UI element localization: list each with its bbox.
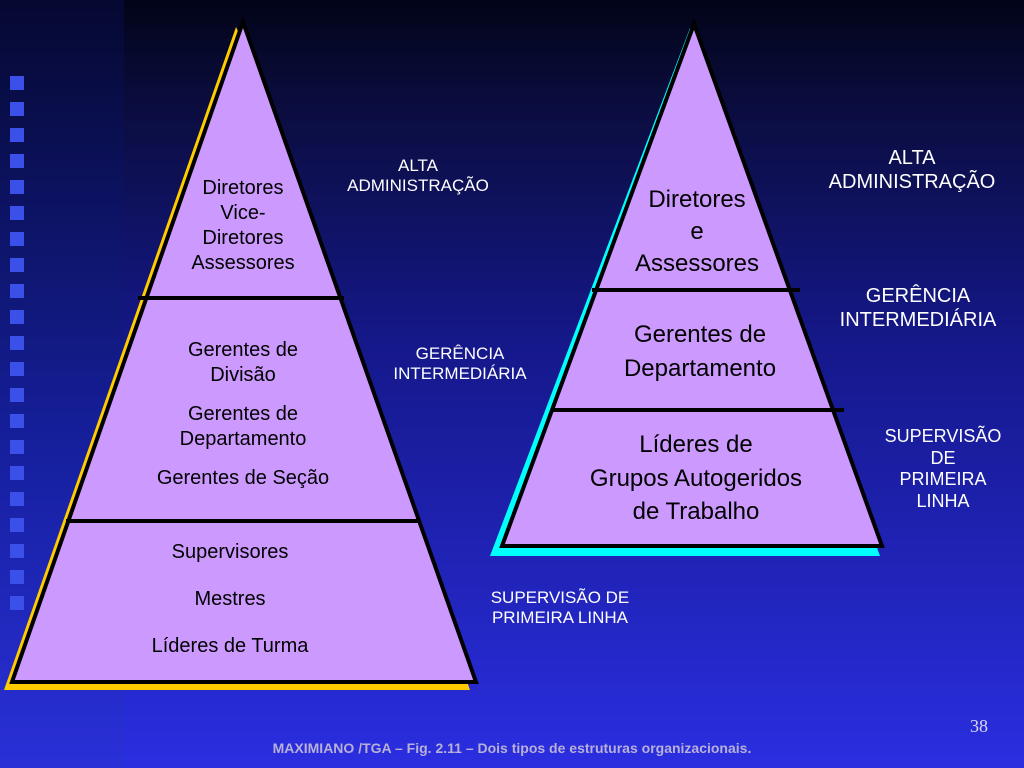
decorative-square <box>10 544 24 558</box>
decorative-square <box>10 440 24 454</box>
left-middle-line: Gerentes de <box>187 339 299 361</box>
left-bottom-line: Líderes de Turma <box>151 635 309 657</box>
right-label-supervisao-line: LINHA <box>916 490 970 511</box>
decorative-square <box>10 258 24 272</box>
decorative-square <box>10 128 24 142</box>
left-middle-line: Gerentes de <box>187 403 299 425</box>
right-middle-line: Departamento <box>623 354 777 382</box>
right-label-alta-line: ADMINISTRAÇÃO <box>828 171 996 193</box>
left-middle-line: Gerentes de Seção <box>156 467 330 489</box>
left-label-gerencia: GERÊNCIA INTERMEDIÁRIA <box>362 344 558 385</box>
right-label-gerencia: GERÊNCIA INTERMEDIÁRIA <box>812 284 1024 332</box>
decorative-square <box>10 180 24 194</box>
decorative-square <box>10 336 24 350</box>
left-bottom-line: Mestres <box>194 588 266 610</box>
decorative-square <box>10 310 24 324</box>
right-label-gerencia-line: INTERMEDIÁRIA <box>839 309 997 331</box>
right-middle-level: Gerentes de Departamento <box>590 318 810 385</box>
left-pyramid-body <box>9 15 479 684</box>
right-pyramid-body <box>499 18 885 548</box>
right-label-alta: ALTA ADMINISTRAÇÃO <box>800 146 1024 194</box>
left-label-supervisao-line: SUPERVISÃO DE <box>490 588 630 607</box>
right-label-supervisao: SUPERVISÃO DE PRIMEIRA LINHA <box>858 426 1024 512</box>
left-label-supervisao-line: PRIMEIRA LINHA <box>491 608 629 628</box>
left-label-supervisao: SUPERVISÃO DE PRIMEIRA LINHA <box>458 588 662 629</box>
left-label-gerencia-line: INTERMEDIÁRIA <box>393 364 527 384</box>
left-middle-level: Gerentes de Divisão Gerentes de Departam… <box>120 338 366 491</box>
right-label-supervisao-line: DE <box>930 447 956 468</box>
right-bottom-line: Grupos Autogeridos <box>589 464 803 492</box>
decorative-square <box>10 154 24 168</box>
left-bottom-level: Supervisores Mestres Líderes de Turma <box>100 540 360 659</box>
right-middle-line: Gerentes de <box>633 321 767 348</box>
right-label-supervisao-line: PRIMEIRA <box>899 469 987 490</box>
page-number: 38 <box>970 716 988 736</box>
decorative-square <box>10 284 24 298</box>
decorative-square <box>10 518 24 532</box>
right-top-line: Diretores <box>648 186 746 213</box>
left-top-line: Diretores <box>202 177 284 199</box>
right-label-supervisao-line: SUPERVISÃO <box>884 426 1002 446</box>
left-top-line: Diretores <box>202 227 284 249</box>
right-top-level: Diretores e Assessores <box>604 184 790 280</box>
decorative-square <box>10 102 24 116</box>
decorative-square <box>10 362 24 376</box>
left-label-gerencia-line: GERÊNCIA <box>415 344 505 363</box>
left-label-alta-line: ALTA <box>398 156 438 175</box>
left-top-line: Vice- <box>220 202 266 224</box>
left-top-level: Diretores Vice- Diretores Assessores <box>150 176 336 276</box>
left-label-alta-line: ADMINISTRAÇÃO <box>347 176 489 196</box>
decorative-square <box>10 76 24 90</box>
left-bottom-line: Supervisores <box>171 541 289 563</box>
left-label-alta: ALTA ADMINISTRAÇÃO <box>318 156 518 197</box>
decorative-square <box>10 232 24 246</box>
decorative-square <box>10 414 24 428</box>
right-bottom-line: de Trabalho <box>632 498 760 526</box>
decorative-square <box>10 570 24 584</box>
decorative-square <box>10 388 24 402</box>
right-label-alta-line: ALTA <box>888 147 936 169</box>
right-top-line: Assessores <box>634 249 760 277</box>
right-top-line: e <box>690 217 704 245</box>
left-top-line: Assessores <box>191 252 295 274</box>
decorative-square <box>10 596 24 610</box>
right-bottom-line: Líderes de <box>639 431 753 458</box>
decorative-square <box>10 492 24 506</box>
decorative-square <box>10 206 24 220</box>
left-middle-line: Divisão <box>210 364 276 386</box>
left-middle-line: Departamento <box>179 428 307 450</box>
right-bottom-level: Líderes de Grupos Autogeridos de Trabalh… <box>546 428 846 529</box>
right-label-gerencia-line: GERÊNCIA <box>865 285 971 307</box>
footer-caption: MAXIMIANO /TGA – Fig. 2.11 – Dois tipos … <box>272 740 752 756</box>
decorative-square <box>10 466 24 480</box>
